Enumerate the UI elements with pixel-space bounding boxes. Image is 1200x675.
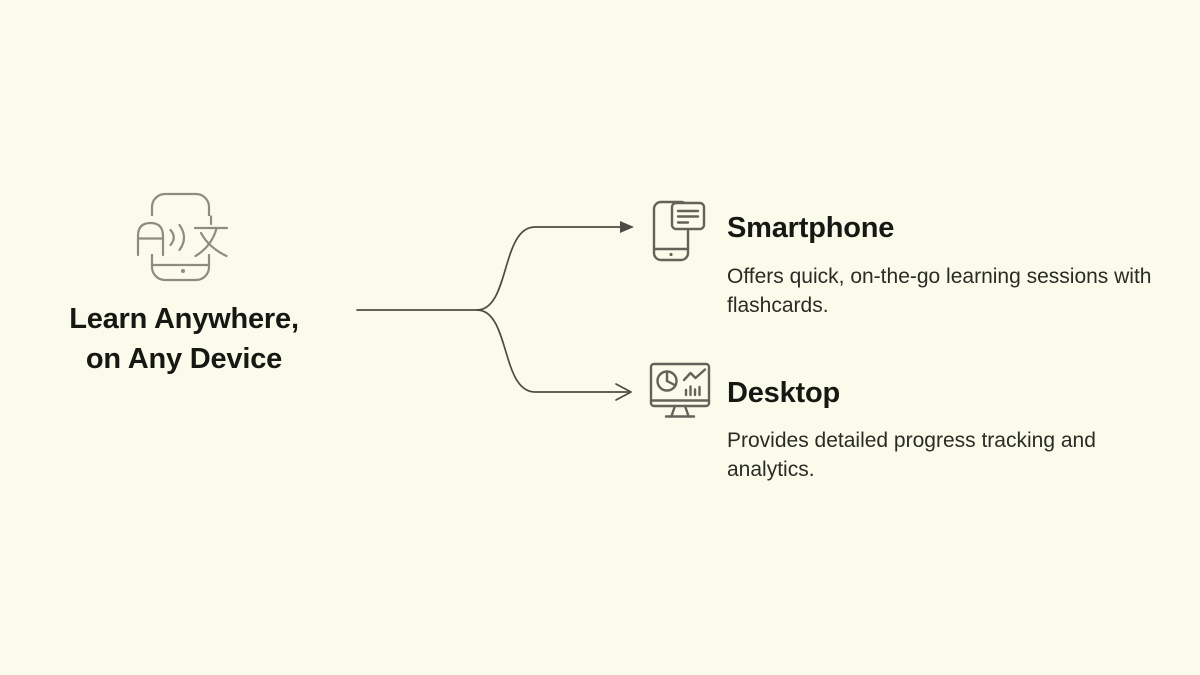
branch-description-smartphone: Offers quick, on-the-go learning session… [727,265,1152,317]
smartphone-body [652,200,690,262]
lower-branch-curve [476,309,629,393]
translate-phone-icon [133,192,233,282]
phone-home-dot [181,269,185,273]
letter-a-glyph [136,221,165,257]
desktop-analytics-icon [649,362,711,418]
upper-branch-curve [476,226,621,311]
monitor-frame [649,362,711,408]
branch-label-desktop: Desktop [727,377,841,409]
branch-label-smartphone: Smartphone [727,212,895,244]
trend-line-chart [682,368,707,382]
sound-wave-arc-inner [169,228,175,247]
root-title-line-2: on Any Device [85,343,283,375]
root-node-title: Learn Anywhere, on Any Device [23,299,345,379]
sound-wave-arc-outer [178,223,186,252]
chevron-arrowhead-icon [615,383,632,401]
branch-description-desktop: Provides detailed progress tracking and … [727,429,1096,481]
triangle-arrowhead-icon [620,221,634,233]
hanzi-wen-right-stroke [199,231,228,258]
smartphone-home-dot [669,252,673,257]
connector-strokes [356,226,632,401]
monitor-stand-right-leg [683,404,690,418]
smartphone-flashcard-icon [652,200,706,262]
root-title-line-1: Learn Anywhere, [69,303,299,335]
monitor-stand-left-leg [670,404,677,418]
pie-chart-radius-right [665,379,677,387]
